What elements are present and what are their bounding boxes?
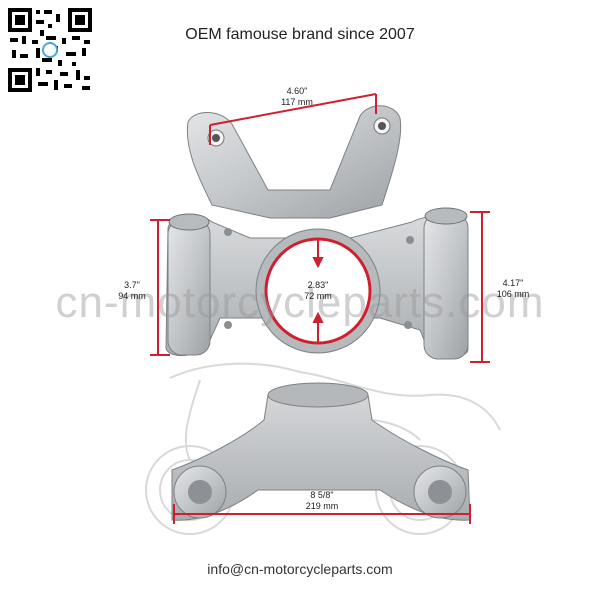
footer-email[interactable]: info@cn-motorcycleparts.com <box>207 561 393 577</box>
dim-left-height-metric: 94 mm <box>118 291 146 301</box>
dim-top-width-imperial: 4.60" <box>286 86 308 96</box>
upper-clamp <box>165 105 469 360</box>
dim-right-height: 4.17" 106 mm <box>488 278 538 300</box>
watermark-text: cn-motorcycleparts.com <box>55 278 545 327</box>
dim-center-bore-imperial: 2.83" <box>307 280 329 290</box>
dim-left-height: 3.7" 94 mm <box>112 280 152 302</box>
heading-text: OEM famouse brand since 2007 <box>185 26 415 43</box>
lower-clamp <box>171 382 471 521</box>
dim-right-height-imperial: 4.17" <box>502 278 524 288</box>
dim-bottom-width-metric: 219 mm <box>305 501 339 511</box>
dimension-lines <box>150 93 490 524</box>
qr-code <box>6 6 94 94</box>
dim-right-height-metric: 106 mm <box>496 289 530 299</box>
dim-center-bore-metric: 72 mm <box>304 291 332 301</box>
dim-top-width-metric: 117 mm <box>281 97 313 107</box>
dim-bottom-width: 8 5/8" 219 mm <box>292 490 352 512</box>
dim-bottom-width-imperial: 8 5/8" <box>310 490 334 500</box>
dim-left-height-imperial: 3.7" <box>124 280 140 290</box>
dim-center-bore: 2.83" 72 mm <box>290 280 346 302</box>
dim-top-width: 4.60" 117 mm <box>262 86 332 108</box>
